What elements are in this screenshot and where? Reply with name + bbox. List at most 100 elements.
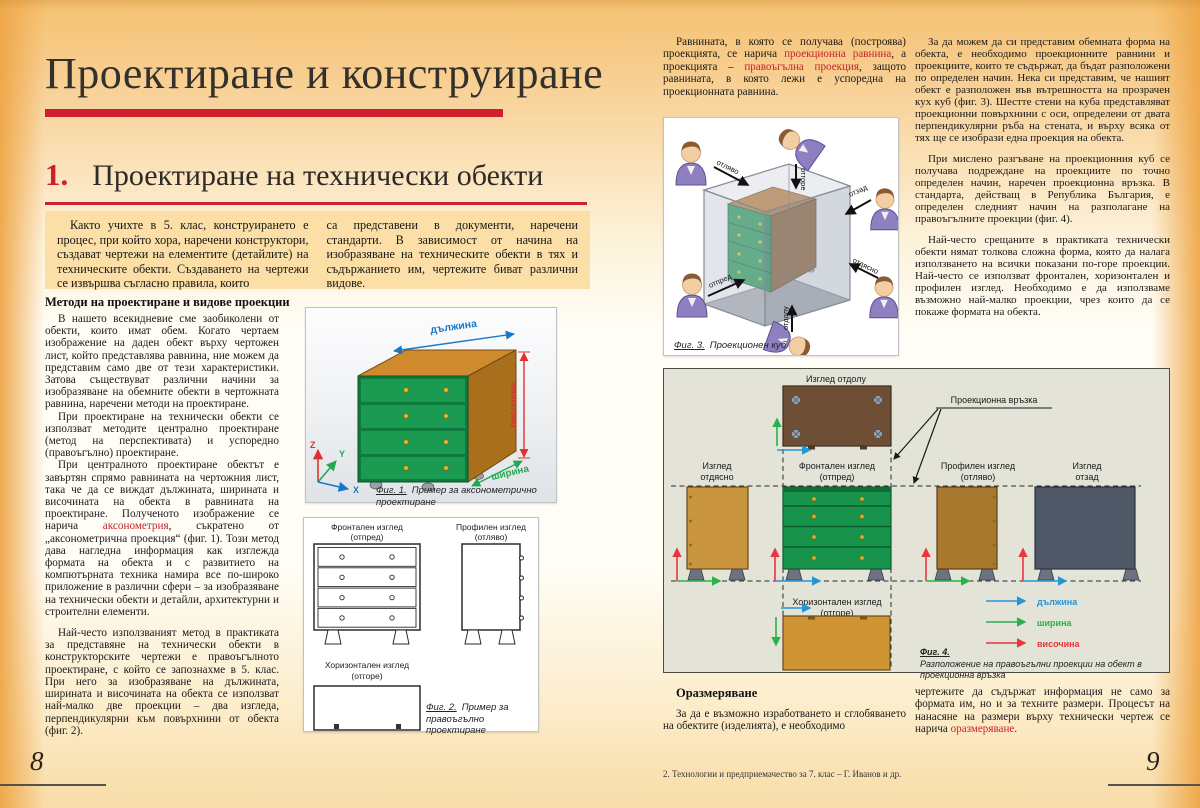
- paragraph-text: , защото равнината, в която лежи е успор…: [663, 60, 906, 98]
- coordinate-axes-icon: Z Y X: [310, 440, 359, 495]
- person-icon: [675, 141, 707, 186]
- svg-text:отгоре: отгоре: [799, 168, 808, 191]
- svg-text:Изглед: Изглед: [703, 461, 733, 471]
- top-view-axes: [771, 603, 812, 647]
- page-9: Равнината, в която се получава (построяв…: [663, 0, 1170, 808]
- figure-2-caption: Фиг. 2.Пример за правоъгълно проектиране: [426, 702, 534, 737]
- svg-text:Профилен изглед: Профилен изглед: [456, 522, 526, 532]
- svg-text:дължина: дължина: [1037, 597, 1078, 607]
- back-view-drawing: [1034, 486, 1136, 570]
- person-icon: [870, 187, 900, 231]
- figure-1-label: Фиг. 1.: [376, 485, 407, 496]
- figure-1-drawing: дължина височина ширина: [310, 318, 530, 495]
- view-labels: Фронтален изглед (отпред) Профилен изгле…: [325, 522, 526, 681]
- svg-text:височина: височина: [1037, 639, 1081, 649]
- person-icon: [771, 120, 826, 172]
- svg-text:X: X: [353, 485, 359, 495]
- bottom-view-axes: [772, 417, 812, 455]
- svg-text:Y: Y: [339, 449, 345, 459]
- page-number-rule-right: [1108, 784, 1200, 786]
- svg-text:Z: Z: [310, 440, 316, 450]
- section-underline: [45, 202, 587, 205]
- svg-text:Фронтален изглед: Фронтален изглед: [799, 461, 876, 471]
- intro-column-2: са представени в документи, наречени ста…: [326, 218, 579, 291]
- top-view-drawing: [782, 615, 891, 671]
- paragraph: Равнината, в която се получава (построяв…: [663, 36, 906, 98]
- paragraph: Най-често използваният метод в практикат…: [45, 627, 279, 737]
- caster-wheels: [791, 395, 883, 439]
- left-text-column: В нашето всекидневие сме заобиколени от …: [45, 313, 279, 737]
- svg-text:дължина: дължина: [430, 318, 478, 336]
- paragraph: В нашето всекидневие сме заобиколени от …: [45, 313, 279, 411]
- front-view-drawing: [782, 486, 892, 570]
- paragraph-text: Равнината, в която се получава (построяв…: [663, 36, 906, 61]
- paragraph-text: , съкратено от „аксонометрична проекция“…: [45, 520, 279, 618]
- section-title: Проектиране на технически обекти: [92, 159, 544, 192]
- svg-text:(отляво): (отляво): [961, 472, 996, 482]
- page-number-right: 9: [1146, 746, 1160, 776]
- figure-4-caption: Фиг. 4. Разположение на правоъгълни прое…: [920, 647, 1164, 682]
- paragraph: За да можем да си представим обемната фо…: [915, 36, 1170, 144]
- figure-2-caption-text: Пример за правоъгълно проектиране: [426, 702, 509, 736]
- section-number: 1.: [45, 157, 69, 192]
- svg-text:отдясно: отдясно: [700, 472, 733, 482]
- svg-text:(отпред): (отпред): [820, 472, 855, 482]
- transparent-cube: [702, 163, 852, 327]
- figure-4-drawing: Изглед отдолу Проекц: [671, 374, 1141, 671]
- paragraph: чертежите да съдържат информация не само…: [915, 686, 1170, 736]
- dimensioning-heading: Оразмеряване: [676, 686, 758, 700]
- term-dimensioning: оразмеряване: [950, 723, 1015, 736]
- svg-text:отдолу: отдолу: [781, 306, 790, 330]
- figure-2-orthographic: Фронтален изглед (отпред) Профилен изгле…: [303, 517, 539, 736]
- projection-link-callout: Проекционна връзка: [893, 395, 1052, 485]
- figure-1-caption-text: Пример за аксонометрично проектиране: [376, 485, 537, 508]
- intro-column-1: Както учихте в 5. клас, конструирането е…: [57, 218, 309, 291]
- figure-1-caption: Фиг. 1.Пример за аксонометрично проектир…: [376, 485, 556, 508]
- svg-text:височина: височина: [508, 382, 519, 428]
- svg-text:(отгоре): (отгоре): [351, 671, 382, 681]
- paragraph-text: .: [1014, 723, 1018, 736]
- paragraph: При проектиране на технически обекти се …: [45, 410, 279, 460]
- view-feet: [687, 568, 1140, 581]
- bottom-view-drawing: [782, 385, 892, 450]
- methods-heading: Методи на проектиране и видове проекции: [45, 295, 290, 309]
- page-8: Проектиране и конструиране 1.Проектиране…: [45, 0, 603, 808]
- paragraph: При централното проектиране обектът е за…: [45, 459, 279, 618]
- horizontal-view-drawing: [313, 685, 421, 731]
- figure-3-drawing: отляво отгоре отзад отдясно отдолу отпре…: [675, 120, 900, 365]
- imprint-note: 2. Технологии и предприемачество за 7. к…: [663, 769, 902, 779]
- page-number-left: 8: [30, 746, 44, 776]
- figure-2-label: Фиг. 2.: [426, 702, 457, 713]
- view-direction-arrows: [707, 164, 879, 332]
- paragraph-text: чертежите да съдържат информация не само…: [915, 686, 1170, 736]
- dimension-arrow-length: дължина: [393, 318, 515, 355]
- title-underline: [45, 109, 503, 117]
- paragraph: За да е възможно изработването и сглобяв…: [663, 708, 906, 733]
- bottom-view-label: Изглед отдолу: [806, 374, 866, 384]
- term-axonometry: аксонометрия: [102, 520, 169, 533]
- dimensioning-column-1: За да е възможно изработването и сглобяв…: [663, 708, 906, 733]
- person-icon: [869, 275, 899, 319]
- person-icon: [676, 273, 708, 318]
- intro-box: Както учихте в 5. клас, конструирането е…: [45, 211, 590, 291]
- svg-text:(отпред): (отпред): [351, 532, 384, 542]
- chest-drawing: [357, 349, 517, 492]
- section-heading: 1. Проектиране на технически обекти: [45, 157, 543, 193]
- svg-text:Хоризонтален изглед: Хоризонтален изглед: [325, 660, 409, 670]
- figure-4-caption-text: Разположение на правоъгълни проекции на …: [920, 658, 1142, 681]
- right-page-column-1: Равнината, в която се получава (построяв…: [663, 36, 906, 98]
- paragraph-text: При централното проектиране обектът е за…: [45, 459, 279, 533]
- paragraph: Най-често срещаните в практиката техниче…: [915, 234, 1170, 318]
- svg-text:отзад: отзад: [847, 182, 869, 198]
- figure-2-drawing: Фронтален изглед (отпред) Профилен изгле…: [313, 522, 526, 731]
- right-page-column-2: За да можем да си представим обемната фо…: [915, 36, 1170, 318]
- svg-text:Проекционна връзка: Проекционна връзка: [951, 395, 1038, 405]
- figure-3-label: Фиг. 3.: [674, 340, 705, 351]
- paragraph-text: , а проекцията –: [663, 48, 906, 73]
- right-side-view-drawing: [686, 486, 749, 570]
- drawer-knobs: [403, 387, 449, 471]
- profile-view-drawing: [936, 486, 998, 570]
- svg-text:Изглед: Изглед: [1073, 461, 1103, 471]
- page-number-rule-left: [0, 784, 106, 786]
